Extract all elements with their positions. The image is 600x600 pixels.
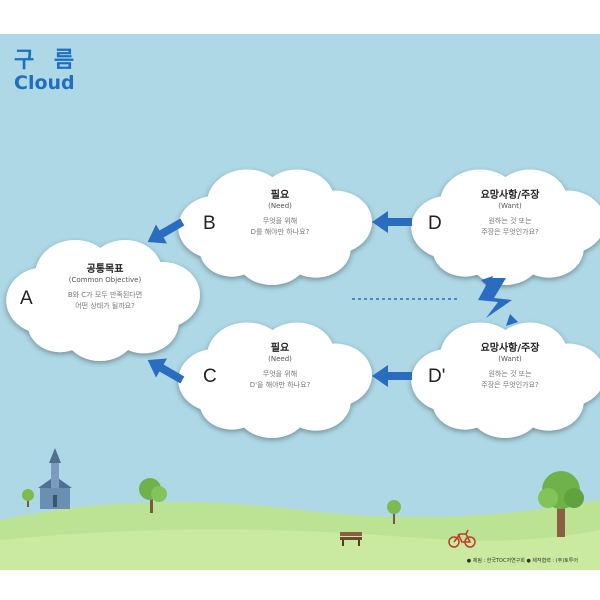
node-b-question: 무엇을 위해 D를 해야만 하나요? [225,216,335,238]
node-c-question-line1: 무엇을 위해 [262,370,298,378]
node-d-subtitle: (Want) [498,202,522,210]
node-b-letter: B [203,213,216,234]
node-d-prime-title: 요망사항/주장 [480,343,540,354]
node-c-text: 필요 (Need) 무엇을 위해 D'을 해야만 하나요? [225,339,335,391]
node-a-subtitle: (Common Objective) [68,276,142,284]
node-c-title: 필요 [270,343,290,354]
node-b-title: 필요 [270,190,290,201]
tree-mid-left [139,478,167,513]
conflict-arrowhead-down [506,314,518,326]
tree-mid-right [387,500,401,524]
node-b-question-line2: D를 해야만 하나요? [250,228,310,236]
node-d-letter: D [428,213,442,234]
node-d-title: 요망사항/주장 [480,190,540,201]
park-bench [340,532,362,546]
node-a-question-line1: B와 C가 모두 만족된다면 [67,291,143,299]
node-c-letter: C [203,366,217,387]
grass-front [0,529,600,570]
node-a-question: B와 C가 모두 만족된다면 어떤 상태가 될까요? [40,290,170,312]
node-a-title: 공통목표 [86,264,124,275]
node-d-prime-letter: D' [428,366,446,387]
small-tree-left [22,489,34,507]
arrow-c-to-a [147,358,185,384]
title-english: Cloud [14,72,75,94]
credit-footer: ● 제됨 : 한국TOC저연구회 ● 제작협력 : (주)토투어 [466,558,578,564]
node-d-prime-question-line1: 원하는 것 또는 [488,370,532,378]
node-d-prime-question: 원하는 것 또는 주장은 무엇인가요? [455,369,565,391]
node-d-question-line1: 원하는 것 또는 [488,217,532,225]
node-d-prime-subtitle: (Want) [498,355,522,363]
node-b-subtitle: (Need) [268,202,292,210]
node-c-question-line2: D'을 해야만 하나요? [249,381,311,389]
node-d-prime-question-line2: 주장은 무엇인가요? [481,381,539,389]
arrow-d-prime-to-c [372,365,412,387]
node-c-question: 무엇을 위해 D'을 해야만 하나요? [225,369,335,391]
node-a-letter: A [20,288,33,309]
node-b-question-line1: 무엇을 위해 [262,217,298,225]
node-a-text: 공통목표 (Common Objective) B와 C가 모두 만족된다면 어… [40,260,170,312]
node-d-question-line2: 주장은 무엇인가요? [481,228,539,236]
bicycle [448,529,476,548]
title-korean: 구 름 [14,48,81,73]
diagram-canvas [0,34,600,570]
node-d-question: 원하는 것 또는 주장은 무엇인가요? [455,216,565,238]
node-d-text: 요망사항/주장 (Want) 원하는 것 또는 주장은 무엇인가요? [455,186,565,238]
church-illustration [38,448,72,509]
conflict-lightning-arrow [478,278,512,318]
node-a-question-line2: 어떤 상태가 될까요? [75,302,135,310]
node-d-prime-text: 요망사항/주장 (Want) 원하는 것 또는 주장은 무엇인가요? [455,339,565,391]
arrow-d-to-b [372,211,412,233]
arrow-b-to-a [147,218,185,244]
node-c-subtitle: (Need) [268,355,292,363]
conflict-arrowhead-up [481,276,493,288]
tree-right [538,471,584,537]
node-b-text: 필요 (Need) 무엇을 위해 D를 해야만 하나요? [225,186,335,238]
